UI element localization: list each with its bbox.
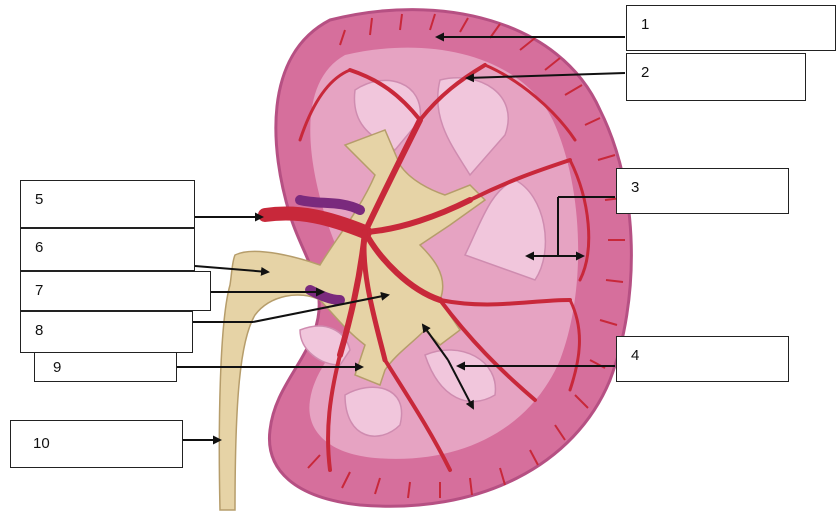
label-number: 8 <box>35 322 43 339</box>
label-number: 10 <box>33 435 50 452</box>
label-number: 6 <box>35 239 43 256</box>
label-number: 1 <box>641 16 649 33</box>
label-number: 2 <box>641 64 649 81</box>
label-box-1: 1 <box>626 5 836 51</box>
label-number: 4 <box>631 347 639 364</box>
label-number: 7 <box>35 282 43 299</box>
label-box-10: 10 <box>10 420 183 468</box>
label-box-6: 6 <box>20 228 195 271</box>
label-box-8: 8 <box>20 311 193 353</box>
label-box-4: 4 <box>616 336 789 382</box>
label-number: 5 <box>35 191 43 208</box>
label-box-3: 3 <box>616 168 789 214</box>
label-number: 9 <box>53 359 61 376</box>
label-number: 3 <box>631 179 639 196</box>
label-box-9: 9 <box>34 352 177 382</box>
label-box-7: 7 <box>20 271 211 311</box>
label-box-5: 5 <box>20 180 195 228</box>
label-box-2: 2 <box>626 53 806 101</box>
